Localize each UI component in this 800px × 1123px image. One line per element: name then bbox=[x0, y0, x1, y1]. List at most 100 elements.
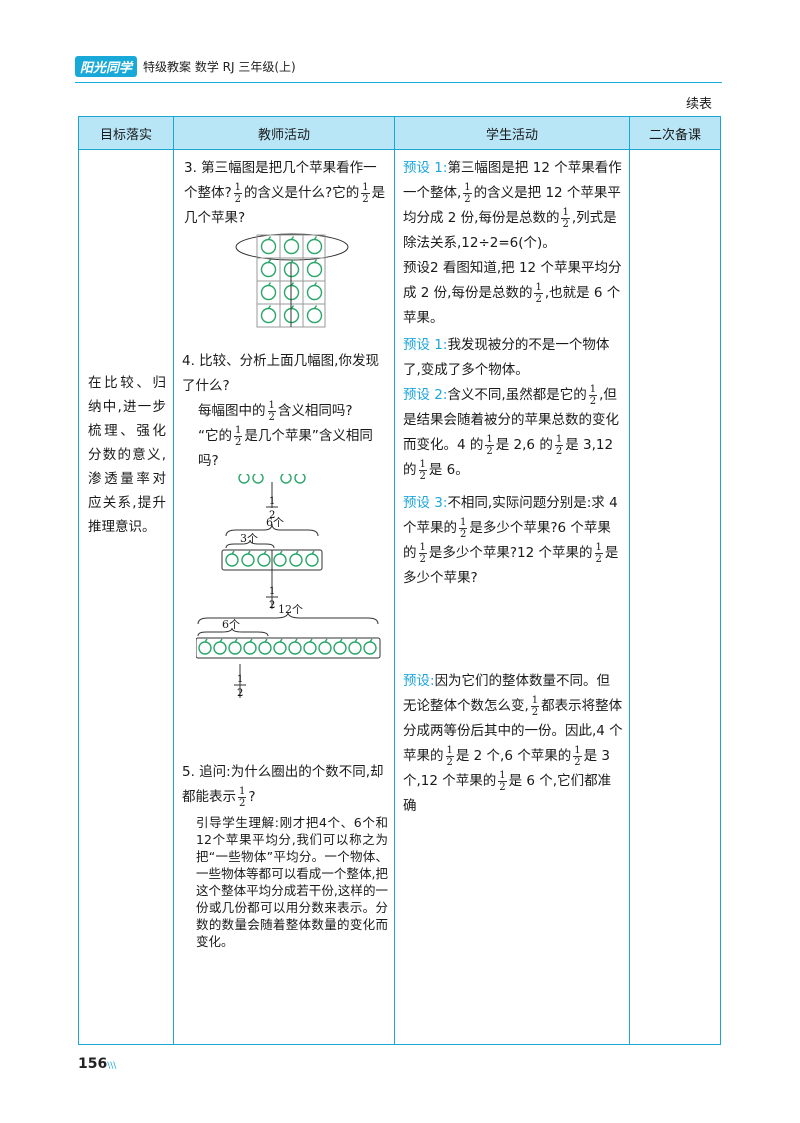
apple-stem bbox=[247, 550, 251, 555]
apple-icon bbox=[303, 641, 317, 655]
apple-icon bbox=[243, 641, 257, 655]
apple-icon bbox=[348, 641, 362, 655]
apple-stem bbox=[290, 282, 295, 286]
apple-stem bbox=[290, 236, 295, 240]
apple-icon bbox=[260, 261, 277, 278]
apple-stem bbox=[219, 638, 223, 643]
label-12-apples: 12个 bbox=[278, 603, 303, 616]
table-header-row: 目标落实 教师活动 学生活动 二次备课 bbox=[78, 116, 721, 150]
apple-icon bbox=[306, 261, 323, 278]
column-header-student: 学生活动 bbox=[394, 116, 630, 150]
apple-stem bbox=[354, 638, 358, 643]
label-6-apples-b: 6个 bbox=[222, 618, 240, 631]
svg-text:1: 1 bbox=[269, 496, 275, 507]
teacher-guide: 引导学生理解:刚才把4个、6个和12个苹果平均分,我们可以称之为把“一些物体”平… bbox=[196, 815, 388, 949]
column-header-notes: 二次备课 bbox=[629, 116, 721, 150]
apple-icon bbox=[305, 553, 319, 567]
apple-stem bbox=[267, 236, 272, 240]
apple-icon bbox=[260, 238, 277, 255]
apple-stem bbox=[263, 550, 267, 555]
apple-stem bbox=[290, 259, 295, 263]
page-number: 156 bbox=[78, 1056, 108, 1072]
brand-logo: 阳光同学 bbox=[75, 55, 138, 77]
header-divider bbox=[75, 82, 722, 83]
svg-text:2: 2 bbox=[269, 600, 275, 611]
apple-stem bbox=[313, 305, 318, 309]
apple-icon bbox=[257, 553, 271, 567]
apple-stem bbox=[294, 638, 298, 643]
apple-stem bbox=[313, 259, 318, 263]
apple-stem bbox=[204, 638, 208, 643]
apple-icon bbox=[363, 641, 377, 655]
student-find-1: 预设 1:我发现被分的不是一个物体了,变成了多个物体。 bbox=[403, 337, 610, 378]
column-header-goal: 目标落实 bbox=[78, 116, 174, 150]
apple-stem bbox=[311, 550, 315, 555]
apple-icon bbox=[306, 238, 323, 255]
goal-cell: 在比较、归纳中,进一步梳理、强化分数的意义,渗透量率对应关系,提升推理意识。 bbox=[78, 149, 174, 1045]
apple-icon bbox=[289, 553, 303, 567]
apple-stem bbox=[267, 282, 272, 286]
apple-icon bbox=[213, 641, 227, 655]
svg-text:1: 1 bbox=[237, 674, 243, 685]
page-header: 阳光同学 特级教案 数学 RJ 三年级(上) bbox=[75, 55, 296, 77]
apple-icon bbox=[318, 641, 332, 655]
svg-text:2: 2 bbox=[237, 688, 243, 698]
book-title: 特级教案 数学 RJ 三年级(上) bbox=[143, 59, 296, 74]
apple-icon bbox=[306, 284, 323, 301]
apple-stem bbox=[309, 638, 313, 643]
apple-icon bbox=[228, 641, 242, 655]
apple-groups-figure: 1 2 1 2 1 bbox=[196, 474, 386, 698]
notes-cell bbox=[629, 149, 721, 1045]
apple-grid-figure bbox=[235, 233, 349, 328]
page-footer: 156\\\ bbox=[78, 1056, 116, 1072]
apple-icon bbox=[333, 641, 347, 655]
apple-icon bbox=[294, 474, 306, 484]
apple-stem bbox=[234, 638, 238, 643]
apple-stem bbox=[324, 638, 328, 643]
svg-text:1: 1 bbox=[269, 586, 275, 597]
svg-text:2: 2 bbox=[269, 510, 275, 521]
apple-stem bbox=[313, 236, 318, 240]
apple-stem bbox=[231, 550, 235, 555]
apple-icon bbox=[238, 474, 250, 484]
apple-icon bbox=[306, 307, 323, 324]
apple-icon bbox=[260, 307, 277, 324]
apple-icon bbox=[273, 641, 287, 655]
apple-icon bbox=[273, 553, 287, 567]
apple-icon bbox=[252, 474, 264, 484]
continued-label: 续表 bbox=[685, 97, 712, 112]
apple-stem bbox=[249, 638, 253, 643]
apple-stem bbox=[369, 638, 373, 643]
apple-stem bbox=[290, 305, 295, 309]
lesson-table: 目标落实 教师活动 学生活动 二次备课 在比较、归纳中,进一步梳理、强化分数的意… bbox=[78, 116, 721, 1045]
apple-stem bbox=[313, 282, 318, 286]
table-row: 在比较、归纳中,进一步梳理、强化分数的意义,渗透量率对应关系,提升推理意识。 3… bbox=[78, 149, 721, 1045]
apple-icon bbox=[283, 238, 300, 255]
apple-stem bbox=[267, 305, 272, 309]
apple-icon bbox=[280, 474, 292, 484]
apple-icon bbox=[260, 284, 277, 301]
teacher-q4: 4. 比较、分析上面几幅图,你发现了什么? bbox=[182, 353, 379, 394]
apple-stem bbox=[339, 638, 343, 643]
apple-icon bbox=[241, 553, 255, 567]
